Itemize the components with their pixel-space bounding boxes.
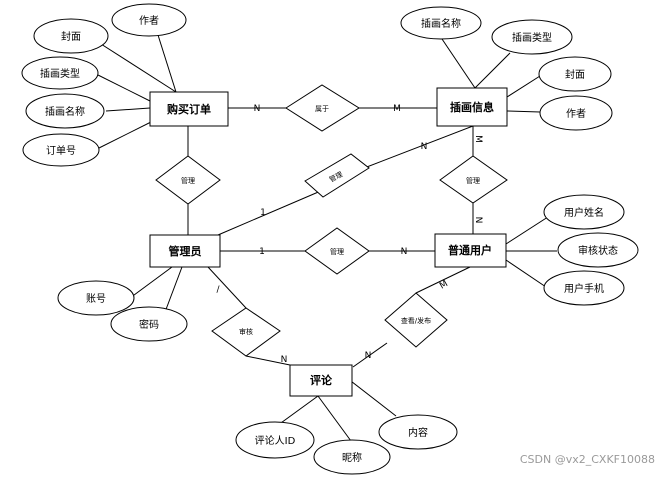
relationship-manage-order-label: 管理 xyxy=(181,176,195,185)
relationship-manage-info-user-label: 管理 xyxy=(466,176,480,185)
relationship-manage-user[interactable]: 管理 xyxy=(304,227,370,275)
attr-po-type-label: 插画类型 xyxy=(40,67,80,80)
attr-cm-nickname[interactable]: 昵称 xyxy=(313,439,391,475)
card-manage-user-admin: 1 xyxy=(259,247,265,257)
entity-purchase-order[interactable]: 购买订单 xyxy=(149,91,229,127)
attr-po-name[interactable]: 插画名称 xyxy=(25,93,105,129)
entity-comment[interactable]: 评论 xyxy=(289,364,353,397)
attr-ii-author-label: 作者 xyxy=(566,108,586,120)
relationship-publish[interactable]: 查看/发布 xyxy=(384,292,448,348)
card-publish-comment: N xyxy=(365,351,372,361)
attr-ru-name[interactable]: 用户姓名 xyxy=(543,194,625,230)
attr-cm-content[interactable]: 内容 xyxy=(378,414,458,450)
relationship-manage-user-label: 管理 xyxy=(330,247,344,256)
entity-regular-user-label: 普通用户 xyxy=(448,243,492,257)
watermark-text: CSDN @vx2_CXKF10088 xyxy=(519,453,655,466)
attr-ii-cover-label: 封面 xyxy=(565,68,585,81)
attr-po-cover-label: 封面 xyxy=(61,30,81,43)
relationship-publish-label: 查看/发布 xyxy=(401,316,431,325)
attr-ru-review-status[interactable]: 审核状态 xyxy=(557,232,639,268)
card-manage-user-user: N xyxy=(401,247,408,257)
attr-po-cover[interactable]: 封面 xyxy=(33,18,109,54)
card-manage-info-admin: 1 xyxy=(260,208,266,218)
attr-cm-reviewer-id-label: 评论人ID xyxy=(255,434,296,447)
attr-po-author[interactable]: 作者 xyxy=(111,3,187,37)
attr-ii-type-label: 插画类型 xyxy=(512,31,552,44)
attr-admin-password-label: 密码 xyxy=(139,318,159,331)
card-user-info-user: N xyxy=(473,217,483,224)
attr-admin-password[interactable]: 密码 xyxy=(110,306,188,342)
entity-illustration-info[interactable]: 插画信息 xyxy=(436,87,508,127)
cardinality-labels: N M 1 N M N 1 N / N M N xyxy=(216,104,483,365)
attr-po-type[interactable]: 插画类型 xyxy=(21,56,99,90)
relationship-belongs-label: 属于 xyxy=(315,105,329,113)
card-review-admin: / xyxy=(216,285,220,295)
attr-po-author-label: 作者 xyxy=(139,15,159,27)
attr-cm-reviewer-id[interactable]: 评论人ID xyxy=(235,421,315,459)
card-review-comment: N xyxy=(281,355,288,365)
entity-administrator-label: 管理员 xyxy=(169,244,202,258)
attr-admin-account[interactable]: 账号 xyxy=(57,280,135,316)
attr-po-order-no[interactable]: 订单号 xyxy=(22,133,100,167)
card-belongs-info: M xyxy=(393,104,401,114)
attr-ii-author[interactable]: 作者 xyxy=(539,95,613,131)
attr-cm-content-label: 内容 xyxy=(408,426,428,439)
attr-admin-account-label: 账号 xyxy=(86,293,106,305)
attr-ii-cover[interactable]: 封面 xyxy=(538,56,612,92)
relationship-review[interactable]: 审核 xyxy=(211,307,281,357)
card-manage-info-info: N xyxy=(421,142,428,152)
attr-ru-name-label: 用户姓名 xyxy=(564,206,604,219)
connector-lines xyxy=(97,34,557,442)
attr-ii-name[interactable]: 插画名称 xyxy=(400,6,482,40)
relationship-manage-info-user[interactable]: 管理 xyxy=(439,155,508,204)
attr-ru-phone-label: 用户手机 xyxy=(564,282,604,295)
attr-ii-type[interactable]: 插画类型 xyxy=(491,19,573,55)
attr-po-name-label: 插画名称 xyxy=(45,105,85,118)
attr-cm-nickname-label: 昵称 xyxy=(342,451,362,464)
relationship-manage-order[interactable]: 管理 xyxy=(155,155,221,205)
relationship-manage-info[interactable]: 管理 xyxy=(304,153,370,198)
card-user-info-info: M xyxy=(473,135,483,143)
relationship-review-label: 审核 xyxy=(239,327,253,336)
relationship-belongs[interactable]: 属于 xyxy=(285,84,360,132)
attr-ii-name-label: 插画名称 xyxy=(421,17,461,30)
card-belongs-order: N xyxy=(254,104,261,114)
entity-regular-user[interactable]: 普通用户 xyxy=(434,233,507,268)
attr-ru-phone[interactable]: 用户手机 xyxy=(543,270,625,306)
entity-purchase-order-label: 购买订单 xyxy=(167,102,211,116)
entity-illustration-info-label: 插画信息 xyxy=(450,100,494,114)
entity-administrator[interactable]: 管理员 xyxy=(149,234,221,268)
card-publish-user: M xyxy=(438,279,450,292)
entity-comment-label: 评论 xyxy=(310,373,333,387)
attr-po-order-no-label: 订单号 xyxy=(46,145,76,157)
attr-ru-review-status-label: 审核状态 xyxy=(578,244,618,257)
